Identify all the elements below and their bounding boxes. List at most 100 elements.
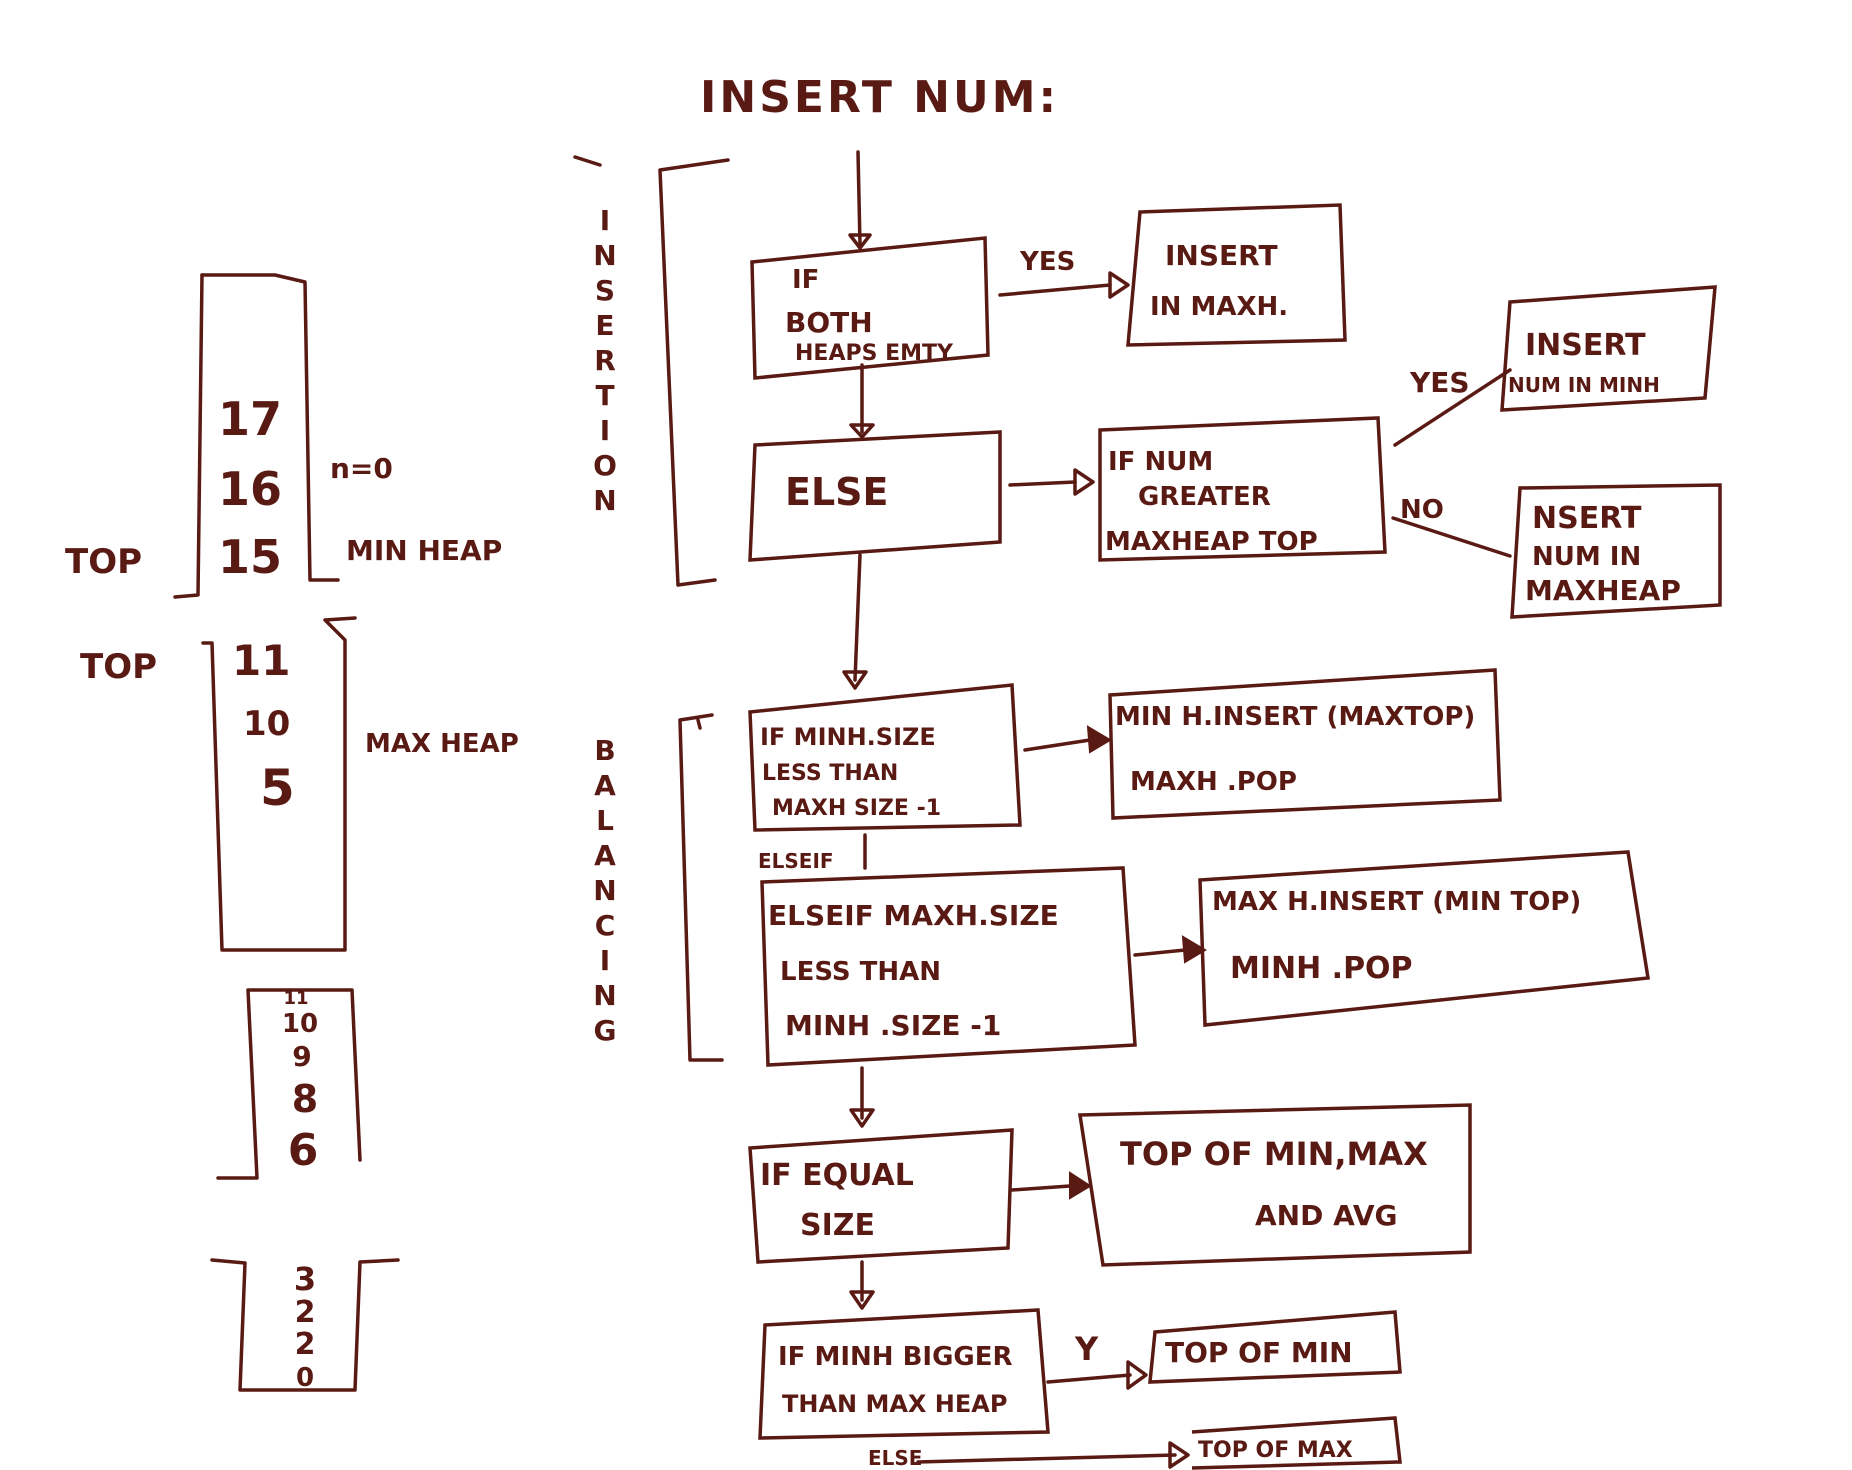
if-equal-size-line-1: IF EQUAL xyxy=(760,1158,914,1193)
insertion-bracket xyxy=(658,158,730,587)
top-of-min-box: TOP OF MIN xyxy=(1148,1310,1402,1384)
min-heap-value-1: 17 xyxy=(218,392,282,446)
if-equal-size-box: IF EQUAL SIZE xyxy=(748,1128,1014,1264)
connector-yes-insert-maxh xyxy=(998,283,1112,297)
top-of-min-max-avg-line-2: AND AVG xyxy=(1255,1199,1398,1232)
if-both-empty-line-1: IF xyxy=(792,265,819,295)
elseif-maxh-size-line-2: LESS THAN xyxy=(780,957,941,987)
y-label: Y xyxy=(1074,1330,1099,1368)
arrowhead-down-5 xyxy=(849,1290,875,1310)
max-h-insert-action-box: MAX H.INSERT (MIN TOP) MINH .POP xyxy=(1198,850,1651,1027)
if-both-empty-line-3: HEAPS EMTY xyxy=(795,341,954,366)
insert-in-maxh-line-1: INSERT xyxy=(1165,239,1278,272)
if-num-greater-box: IF NUM GREATER MAXHEAP TOP xyxy=(1098,416,1387,562)
yes-label-2: YES xyxy=(1409,366,1470,399)
insertion-tick xyxy=(573,155,602,167)
if-both-empty-line-2: BOTH xyxy=(785,306,873,339)
elseif-tag: ELSEIF xyxy=(758,849,834,873)
min-heap-top-label: TOP xyxy=(65,542,142,582)
balancing-tick xyxy=(696,718,702,730)
connector-equal-action xyxy=(1010,1184,1072,1192)
max-heap-sketch: 11 10 5 MAX HEAP TOP xyxy=(80,616,519,952)
flow-connectors xyxy=(842,150,1512,1469)
stack-a-value-2: 10 xyxy=(282,1009,318,1039)
top-of-min-max-avg-line-1: TOP OF MIN,MAX xyxy=(1120,1135,1428,1173)
min-heap-value-2: 16 xyxy=(218,462,282,516)
diagram-title: INSERT NUM: xyxy=(700,72,1059,123)
arrowhead-right-5 xyxy=(1069,1171,1092,1200)
elseif-maxh-size-box: ELSEIF MAXH.SIZE LESS THAN MINH .SIZE -1 xyxy=(760,866,1137,1067)
max-heap-outline xyxy=(201,616,357,952)
top-of-max-box: TOP OF MAX xyxy=(1191,1416,1402,1470)
stack-a-outline xyxy=(216,988,362,1180)
arrowhead-right-3 xyxy=(1086,725,1112,754)
stack-a-value-5: 6 xyxy=(288,1125,319,1176)
arrowhead-down-2 xyxy=(849,423,875,439)
stack-a-value-1: 11 xyxy=(283,988,308,1009)
arrowhead-down-4 xyxy=(849,1108,875,1128)
max-heap-top-label: TOP xyxy=(80,647,157,687)
arrowhead-right-7 xyxy=(1168,1441,1190,1469)
arrowhead-right-1 xyxy=(1108,271,1130,299)
insert-in-maxh-line-2: IN MAXH. xyxy=(1150,292,1288,322)
min-heap-sketch: 17 16 15 n=0 MIN HEAP TOP xyxy=(65,273,502,599)
if-num-greater-line-2: GREATER xyxy=(1138,482,1271,512)
if-minh-bigger-box: IF MINH BIGGER THAN MAX HEAP xyxy=(758,1308,1050,1440)
max-h-insert-action-line-1: MAX H.INSERT (MIN TOP) xyxy=(1212,887,1581,917)
stack-b-value-3: 2 xyxy=(295,1327,316,1362)
insert-num-in-maxheap-line-1: NSERT xyxy=(1532,501,1642,536)
connector-else-to-if-num xyxy=(1008,480,1077,487)
if-minh-size-line-1: IF MINH.SIZE xyxy=(760,723,936,751)
connector-y-top-min xyxy=(1046,1373,1132,1384)
else-box-label: ELSE xyxy=(785,470,889,514)
if-num-greater-line-3: MAXHEAP TOP xyxy=(1105,527,1318,557)
arrowhead-right-2 xyxy=(1073,468,1095,496)
yes-label-1: YES xyxy=(1019,247,1075,277)
min-h-insert-action-line-1: MIN H.INSERT (MAXTOP) xyxy=(1115,702,1475,732)
arrowhead-down-3 xyxy=(842,670,868,690)
max-heap-value-3: 5 xyxy=(260,759,295,817)
max-heap-value-2: 10 xyxy=(243,704,290,744)
if-minh-size-box: IF MINH.SIZE LESS THAN MAXH SIZE -1 xyxy=(748,683,1022,832)
insert-num-in-maxheap-box: NSERT NUM IN MAXHEAP xyxy=(1510,483,1722,619)
if-num-greater-line-1: IF NUM xyxy=(1108,447,1213,477)
else-label: ELSE xyxy=(868,1446,922,1470)
stack-a-value-3: 9 xyxy=(292,1040,311,1073)
if-equal-size-line-2: SIZE xyxy=(800,1208,875,1243)
if-minh-size-line-2: LESS THAN xyxy=(762,761,898,786)
min-heap-note: n=0 xyxy=(330,452,393,485)
if-minh-size-line-3: MAXH SIZE -1 xyxy=(772,796,941,821)
if-minh-bigger-line-2: THAN MAX HEAP xyxy=(782,1390,1007,1418)
stack-b-value-1: 3 xyxy=(294,1260,316,1298)
if-minh-bigger-line-1: IF MINH BIGGER xyxy=(778,1342,1013,1372)
connector-yes-insert-minh xyxy=(1393,368,1512,447)
stack-b-value-4: 0 xyxy=(296,1363,314,1393)
stack-b-outline xyxy=(210,1258,400,1392)
max-h-insert-action-line-2: MINH .POP xyxy=(1230,951,1413,986)
no-label-2: NO xyxy=(1400,495,1444,525)
insert-num-in-minh-box: INSERT NUM IN MINH xyxy=(1500,285,1717,412)
elseif-maxh-size-line-3: MINH .SIZE -1 xyxy=(785,1009,1001,1042)
insert-num-in-maxheap-line-3: MAXHEAP xyxy=(1525,574,1681,607)
arrowhead-down-1 xyxy=(848,233,872,250)
connector-else-top-max xyxy=(916,1453,1177,1464)
min-heap-label: MIN HEAP xyxy=(346,534,502,567)
else-box: ELSE xyxy=(748,430,1002,562)
connector-no-insert-maxheap xyxy=(1391,516,1512,558)
min-heap-left-edge xyxy=(173,273,204,599)
max-heap-label: MAX HEAP xyxy=(365,729,519,759)
max-heap-value-1: 11 xyxy=(232,636,290,685)
min-heap-outline xyxy=(200,273,340,582)
stack-a-sketch: 11 10 9 8 6 xyxy=(216,988,362,1180)
insert-num-in-minh-line-2: NUM IN MINH xyxy=(1508,373,1660,397)
if-both-empty-box: IF BOTH HEAPS EMTY xyxy=(750,236,990,380)
connector-title-to-if-empty xyxy=(856,150,862,247)
stack-a-value-4: 8 xyxy=(292,1077,318,1121)
connector-elseif-action xyxy=(1133,948,1187,957)
min-h-insert-action-line-2: MAXH .POP xyxy=(1130,767,1297,797)
insert-in-maxh-box: INSERT IN MAXH. xyxy=(1126,203,1347,347)
